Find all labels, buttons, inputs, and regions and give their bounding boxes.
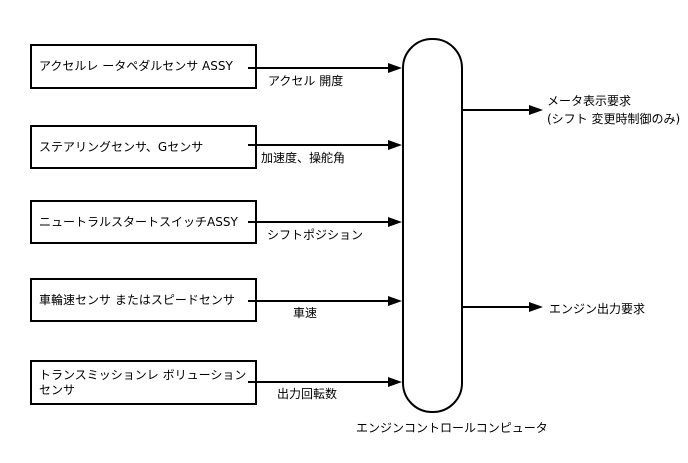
arrow-input-acceleration-steering	[248, 139, 402, 151]
engine-control-computer-shape	[402, 38, 463, 413]
arrowhead-icon	[388, 377, 402, 387]
arrow-input-vehicle-speed	[248, 295, 402, 307]
output-label-meter-display: メータ表示要求 (シフト 変更時制御のみ)	[547, 92, 680, 128]
signal-label-acceleration-steering: 加速度、操舵角	[261, 151, 346, 165]
box-wheel-speed-sensor: 車輪速センサ またはスピードセンサ	[30, 278, 257, 322]
engine-control-computer-caption: エンジンコントロールコンピュータ	[356, 421, 548, 435]
box-accelerator-pedal-sensor-label: アクセルレ ータペダルセンサ ASSY	[39, 59, 233, 73]
box-transmission-revolution-sensor-label: トランスミッションレ ボリューション センサ	[39, 367, 247, 397]
box-steering-g-sensor: ステアリングセンサ、Gセンサ	[30, 125, 257, 169]
arrow-shaft	[248, 300, 389, 302]
box-wheel-speed-sensor-label: 車輪速センサ またはスピードセンサ	[39, 292, 235, 307]
signal-label-vehicle-speed: 車速	[293, 306, 318, 320]
arrow-input-accel-opening	[248, 62, 402, 74]
arrowhead-icon	[388, 63, 402, 73]
box-neutral-start-switch: ニュートラルスタートスイッチASSY	[30, 200, 257, 244]
arrowhead-icon	[388, 296, 402, 306]
arrow-shaft	[248, 144, 389, 146]
arrowhead-icon	[529, 302, 543, 312]
box-neutral-start-switch-label: ニュートラルスタートスイッチASSY	[39, 214, 238, 229]
arrowhead-icon	[388, 217, 402, 227]
arrow-shaft	[248, 67, 389, 69]
arrow-input-shift-position	[248, 216, 402, 228]
arrow-output-engine-output	[463, 301, 543, 313]
arrow-shaft	[463, 109, 530, 111]
box-steering-g-sensor-label: ステアリングセンサ、Gセンサ	[39, 139, 204, 154]
arrow-shaft	[248, 381, 389, 383]
arrowhead-icon	[529, 105, 543, 115]
output-label-engine-output: エンジン出力要求	[549, 302, 646, 316]
arrow-output-meter-display	[463, 104, 543, 116]
signal-label-accel-opening: アクセル 開度	[268, 74, 344, 88]
arrow-shaft	[463, 306, 530, 308]
box-transmission-revolution-sensor: トランスミッションレ ボリューション センサ	[30, 360, 257, 405]
output-label-meter-display-line2: (シフト 変更時制御のみ)	[547, 112, 681, 126]
arrowhead-icon	[388, 140, 402, 150]
signal-label-shift-position: シフトポジション	[267, 228, 364, 242]
arrow-shaft	[248, 221, 389, 223]
output-label-meter-display-line1: メータ表示要求	[547, 94, 632, 108]
arrow-input-output-rpm	[248, 376, 402, 388]
signal-label-output-rpm: 出力回転数	[277, 387, 338, 401]
box-accelerator-pedal-sensor: アクセルレ ータペダルセンサ ASSY	[30, 44, 257, 89]
